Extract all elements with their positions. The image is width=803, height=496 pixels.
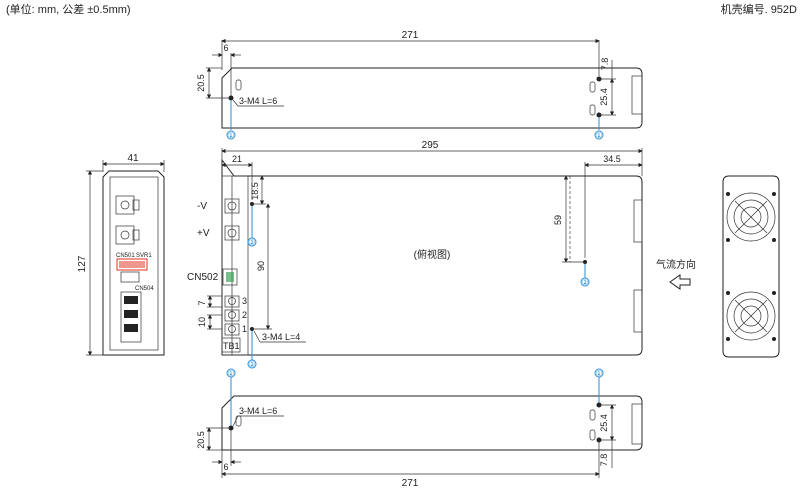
pin-1: 1 (242, 324, 247, 334)
label-cn501: CN501 (116, 253, 135, 259)
screw-label-bottom: 3-M4 L=6 (239, 406, 277, 416)
front-view: CN501 SVR1 CN504 41 127 (77, 153, 165, 356)
pin-3: 3 (242, 296, 247, 306)
dim-overall-bottom: 271 (402, 478, 419, 489)
dim-right-bottom: 7.8 (599, 454, 609, 467)
marker-2: ② (248, 360, 255, 369)
airflow-label: 气流方向 (656, 258, 696, 271)
dim-21: 21 (232, 154, 242, 164)
units-note: (单位: mm, 公差 ±0.5mm) (6, 2, 131, 16)
marker-2: ② (581, 278, 588, 287)
marker-1: ① (227, 131, 234, 140)
screw-label-main: 3-M4 L=4 (262, 332, 300, 342)
dim-height-front: 127 (77, 255, 88, 272)
dim-width-front: 41 (127, 153, 139, 164)
dim-overall-top: 271 (402, 30, 419, 41)
dim-height-bottom: 20.5 (196, 431, 206, 449)
view-title-top: (俯视图) (414, 248, 451, 261)
fan-icon (726, 192, 776, 242)
dim-left-bottom: 6 (223, 462, 228, 472)
dim-spacing-bottom: 25.4 (599, 414, 609, 432)
dim-34-5: 34.5 (603, 154, 621, 164)
pin-2: 2 (242, 310, 247, 320)
side-view: 气流方向 (656, 175, 780, 358)
bottom-view: 271 6 20.5 25.4 7.8 3-M4 L=6 ① ① (196, 368, 643, 489)
fan-icon (726, 291, 776, 341)
label-svr1: SVR1 (136, 253, 152, 259)
dim-7: 7 (197, 300, 207, 305)
label-cn502: CN502 (187, 272, 219, 283)
label-cn504: CN504 (135, 286, 154, 292)
screw-label-top: 3-M4 L=6 (239, 96, 277, 106)
top-view: 271 6 7.8 25.4 20.5 3-M4 L=6 ① ① (196, 30, 643, 140)
airflow-arrow-icon (669, 274, 691, 290)
case-number: 机壳编号. 952D (721, 2, 797, 16)
dim-right-top: 7.8 (600, 58, 610, 71)
marker-1: ① (595, 131, 602, 140)
marker-1: ① (595, 369, 602, 378)
dim-overall-main: 295 (422, 140, 439, 151)
dim-spacing-top: 25.4 (599, 88, 609, 106)
dim-90: 90 (256, 261, 266, 271)
dim-10: 10 (197, 317, 207, 327)
label-minus-v: -V (197, 201, 207, 212)
marker-1: ① (227, 369, 234, 378)
label-tb1: TB1 (223, 341, 240, 351)
dim-height-top: 20.5 (196, 74, 206, 92)
main-view: -V +V CN502 TB1 3 2 1 295 21 (187, 140, 643, 369)
label-plus-v: +V (197, 228, 210, 239)
dim-59: 59 (553, 215, 563, 225)
dim-left-top: 6 (223, 43, 228, 53)
dim-18-5: 18.5 (250, 182, 260, 200)
marker-2: ② (248, 238, 255, 247)
